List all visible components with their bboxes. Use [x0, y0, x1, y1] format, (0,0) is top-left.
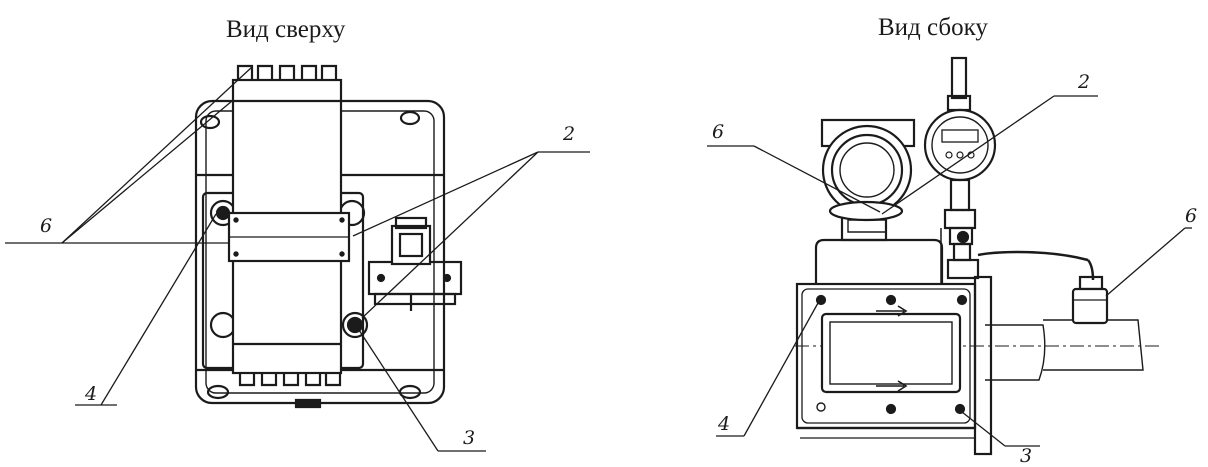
top-callout-screw-a: 4	[84, 383, 97, 405]
side-callout-seal-right: 6	[1185, 205, 1197, 227]
side-callout-screw-a: 4	[717, 413, 730, 435]
side-view-title: Вид сбоку	[878, 14, 988, 41]
side-view-drawing	[707, 56, 1192, 456]
top-callout-screw-b: 3	[463, 427, 475, 449]
top-callout-plug: 2	[562, 123, 575, 145]
top-callout-seal: 6	[40, 215, 52, 237]
side-callout-plug: 2	[1077, 71, 1090, 93]
side-callout-seal-left: 6	[712, 121, 724, 143]
top-view-drawing	[5, 64, 590, 452]
side-callout-screw-b: 3	[1020, 445, 1032, 467]
top-view-title: Вид сверху	[226, 16, 346, 43]
